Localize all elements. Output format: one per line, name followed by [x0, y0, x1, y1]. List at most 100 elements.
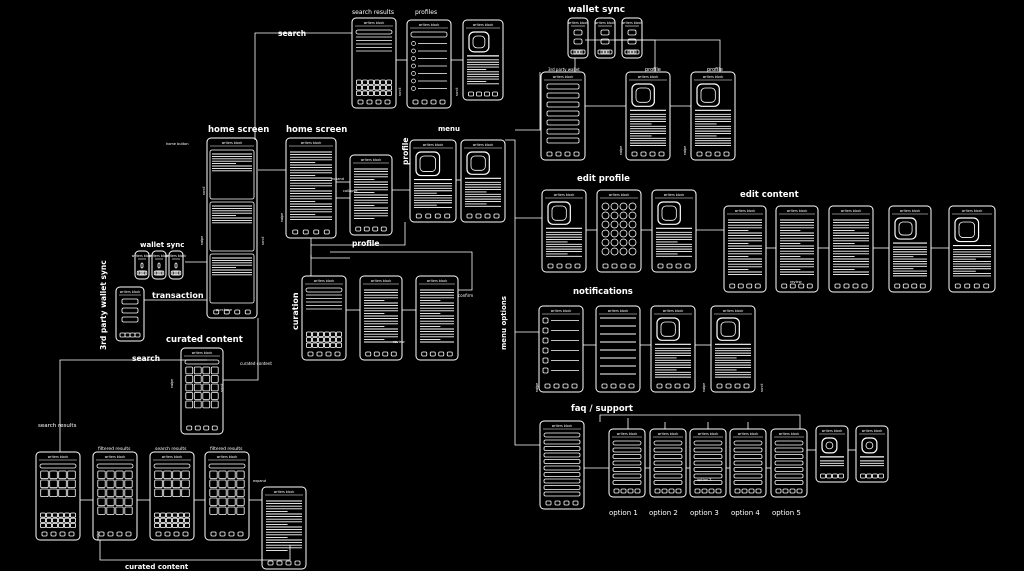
faq-option-2-screen: writers block: [649, 428, 687, 498]
wire-box: [228, 531, 235, 537]
wire-box: [244, 309, 251, 315]
wire-box: [543, 478, 581, 484]
wire-box: [612, 440, 642, 446]
avatar-option: [619, 202, 628, 211]
wire-box: [653, 440, 683, 446]
wire-box: [594, 17, 616, 59]
wire-box: [733, 480, 763, 485]
wire-box: [542, 367, 549, 374]
wire-box: [774, 454, 804, 459]
label-home-button: home button: [166, 142, 189, 146]
wire-box: [612, 480, 642, 485]
wire-box: [613, 488, 620, 494]
wire-box: [546, 110, 580, 117]
wire-box: [185, 366, 194, 375]
wire-box: [194, 425, 201, 431]
wire-box: [355, 226, 362, 232]
wire-box: [157, 262, 161, 269]
screen-header-text: writers block: [738, 432, 759, 436]
wire-box: [689, 428, 727, 498]
wire-box: [361, 79, 368, 85]
wire-box: [365, 351, 372, 357]
wire-box: [186, 425, 193, 431]
label-search-left: search: [132, 354, 160, 363]
wire-box: [153, 512, 160, 518]
wire-box: [165, 517, 172, 523]
avatar-option: [610, 238, 619, 247]
wire-box: [366, 99, 373, 105]
wire-box: [825, 441, 834, 450]
wire-box: [653, 467, 683, 472]
wire-box: [154, 488, 163, 497]
wire-box: [185, 375, 194, 383]
wire-box: [684, 263, 691, 269]
wire-box: [860, 473, 866, 479]
wire-box: [572, 500, 579, 506]
wire-box: [58, 479, 67, 488]
wire-box: [154, 470, 163, 479]
wire-box: [363, 226, 370, 232]
gesture-scroll: scroll: [202, 187, 206, 195]
wire-box: [562, 383, 569, 389]
edit-content-3: writers block: [828, 205, 874, 293]
wire-box: [554, 500, 561, 506]
wire-box: [116, 531, 123, 537]
wire-box: [542, 347, 549, 354]
screen-header-text: writers block: [314, 279, 335, 283]
wire-box: [385, 85, 392, 91]
wire-box: [261, 486, 307, 570]
avatar-option: [601, 202, 610, 211]
wire-box: [153, 463, 191, 469]
screen-header-text: writers block: [735, 209, 756, 213]
wire-box: [373, 90, 380, 96]
wire-box: [627, 49, 634, 55]
flow-arrow: [59, 359, 207, 452]
wire-box: [174, 262, 178, 269]
wire-box: [774, 440, 804, 446]
wallet-sync-c: writers block: [621, 17, 643, 59]
wire-box: [227, 470, 236, 479]
wire-box: [666, 263, 673, 269]
wire-box: [409, 139, 457, 223]
wire-box: [163, 470, 172, 479]
wire-box: [218, 479, 227, 488]
screen-header-text: writers block: [664, 193, 685, 197]
connector-labels: search search profile profile menu optio…: [132, 29, 802, 483]
wire-box: [460, 139, 506, 223]
title-curation: curation: [291, 292, 300, 330]
wire-box: [693, 460, 723, 466]
wire-box: [954, 283, 961, 289]
wire-box: [40, 512, 47, 518]
wire-box: [902, 283, 909, 289]
faq-option-4: option 4: [731, 509, 760, 517]
wire-box: [775, 488, 782, 494]
edit-profile-3: writers block: [651, 189, 697, 273]
wire-box: [911, 283, 918, 289]
wire-box: [633, 49, 640, 55]
wire-box: [774, 447, 804, 453]
wire-box: [781, 283, 788, 289]
wire-box: [649, 428, 687, 498]
wire-box: [546, 137, 580, 144]
section-titles: home screen home screen search results p…: [38, 5, 799, 571]
wire-box: [894, 217, 917, 240]
wire-box: [46, 517, 53, 523]
wire-box: [121, 307, 139, 314]
wire-box: [349, 154, 393, 236]
wire-box: [35, 451, 81, 541]
screen-header-text: writers block: [862, 429, 883, 433]
wire-box: [705, 151, 712, 157]
wire-box: [861, 437, 878, 454]
wire-box: [661, 205, 677, 221]
wire-box: [657, 263, 664, 269]
wire-box: [716, 383, 723, 389]
home-expand-screen: writers block: [349, 154, 393, 236]
wire-box: [218, 506, 227, 515]
wire-box: [158, 270, 165, 276]
avatar-option: [610, 220, 619, 229]
title-profile-a: profile: [645, 67, 661, 73]
wire-box: [97, 470, 106, 479]
wire-box: [70, 517, 77, 523]
wire-box: [600, 49, 607, 55]
wire-box: [373, 85, 380, 91]
